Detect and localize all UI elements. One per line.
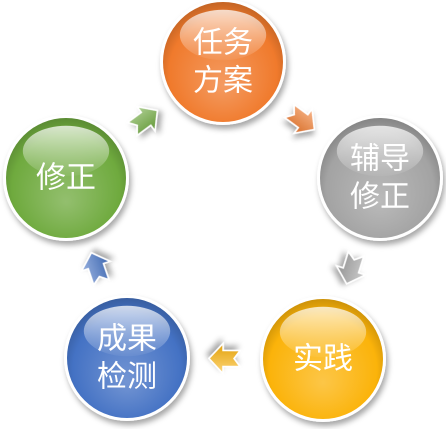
arrow-shape bbox=[126, 105, 159, 137]
node-label: 任务 bbox=[193, 26, 253, 61]
arrow-shape bbox=[80, 251, 113, 287]
arrow-guide-correct-to-practice bbox=[335, 250, 368, 285]
node-label: 修正 bbox=[36, 161, 96, 196]
node-label: 修正 bbox=[350, 180, 410, 215]
arrow-shape bbox=[335, 250, 368, 285]
arrow-result-check-to-correction bbox=[80, 251, 113, 287]
node-label: 实践 bbox=[293, 342, 353, 377]
node-correction: 修正 bbox=[3, 115, 129, 241]
node-label: 检测 bbox=[97, 360, 157, 395]
arrow-shape bbox=[207, 341, 242, 376]
arrow-task-plan-to-guide-correct bbox=[283, 103, 316, 135]
arrow-shape bbox=[283, 103, 316, 135]
arrow-practice-to-result-check bbox=[207, 341, 242, 376]
node-practice: 实践 bbox=[260, 296, 386, 422]
node-gloss bbox=[279, 306, 367, 358]
node-label: 成果 bbox=[97, 322, 157, 357]
node-label: 辅导 bbox=[350, 142, 410, 177]
node-gloss bbox=[22, 125, 110, 177]
arrows-layer bbox=[80, 103, 368, 376]
node-label: 方案 bbox=[193, 64, 253, 99]
node-gloss bbox=[179, 9, 267, 61]
arrow-correction-to-task-plan bbox=[126, 105, 159, 137]
node-gloss bbox=[336, 125, 424, 177]
node-gloss bbox=[83, 305, 171, 357]
